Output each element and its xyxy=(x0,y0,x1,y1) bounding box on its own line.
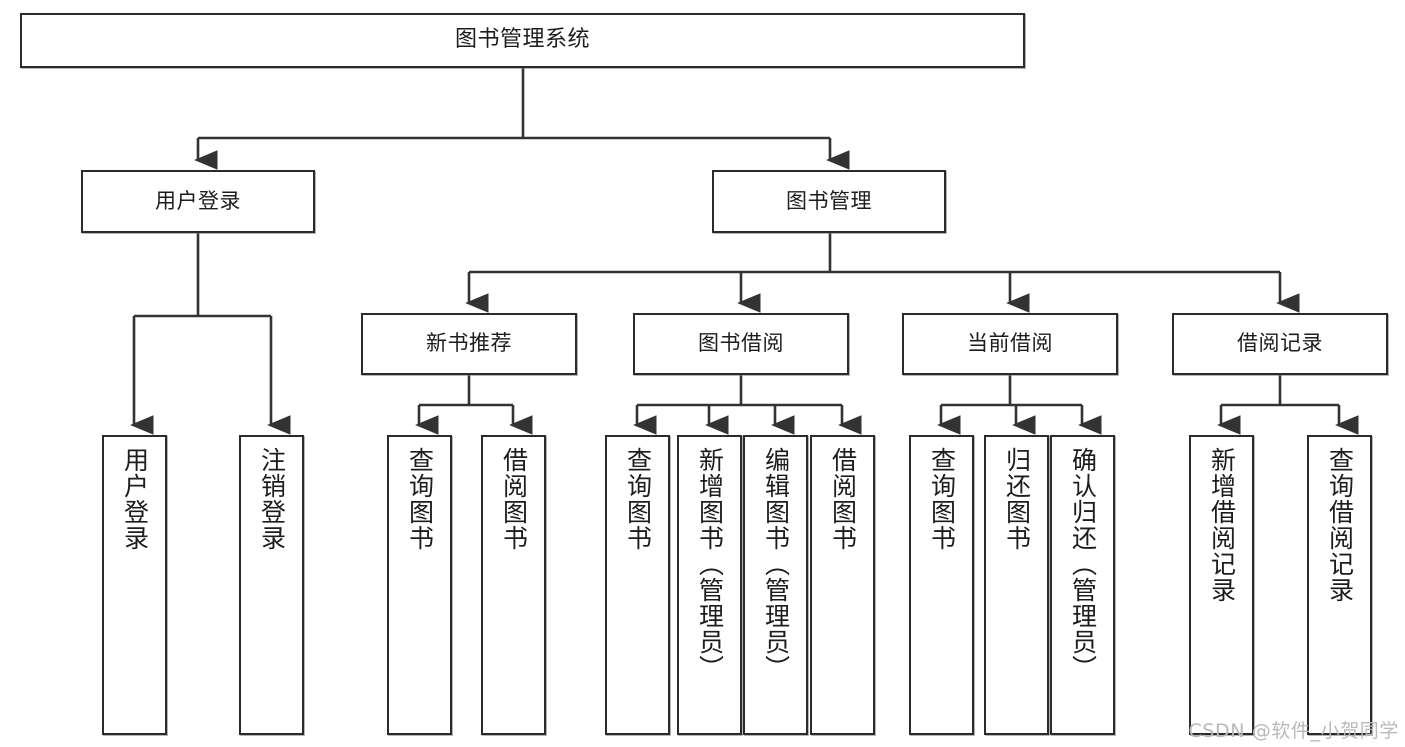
node-root[interactable]: 图书管理系统 xyxy=(20,13,1025,68)
leaf-query-book-recommend[interactable]: 查询图书 xyxy=(387,435,452,735)
leaf-query-book-current[interactable]: 查询图书 xyxy=(909,435,974,735)
node-new-book-recommend[interactable]: 新书推荐 xyxy=(361,313,577,375)
node-user-login[interactable]: 用户登录 xyxy=(81,170,315,233)
node-label: 新增借阅记录 xyxy=(1207,447,1237,603)
node-label: 查询借阅记录 xyxy=(1325,447,1355,603)
node-borrow-record[interactable]: 借阅记录 xyxy=(1172,313,1388,375)
node-label: 用户登录 xyxy=(155,188,241,213)
node-book-borrow[interactable]: 图书借阅 xyxy=(633,313,849,375)
node-label: 新增图书（管理员） xyxy=(695,447,725,681)
node-label: 确认归还（管理员） xyxy=(1068,447,1098,681)
leaf-query-book-borrow[interactable]: 查询图书 xyxy=(605,435,670,735)
node-label: 图书管理 xyxy=(786,188,872,213)
node-label: 编辑图书（管理员） xyxy=(761,447,791,681)
node-book-management[interactable]: 图书管理 xyxy=(712,170,946,233)
node-current-borrow[interactable]: 当前借阅 xyxy=(902,313,1118,375)
node-label: 借阅图书 xyxy=(499,447,529,551)
node-label: 用户登录 xyxy=(120,447,150,551)
node-label: 注销登录 xyxy=(257,447,287,551)
node-label: 新书推荐 xyxy=(426,331,512,356)
node-label: 查询图书 xyxy=(623,447,653,551)
leaf-user-login[interactable]: 用户登录 xyxy=(102,435,167,735)
node-label: 借阅记录 xyxy=(1237,331,1323,356)
leaf-confirm-return-admin[interactable]: 确认归还（管理员） xyxy=(1050,435,1115,735)
node-label: 查询图书 xyxy=(927,447,957,551)
leaf-return-book[interactable]: 归还图书 xyxy=(984,435,1049,735)
leaf-borrow-book[interactable]: 借阅图书 xyxy=(810,435,875,735)
leaf-edit-book-admin[interactable]: 编辑图书（管理员） xyxy=(743,435,808,735)
leaf-borrow-book-recommend[interactable]: 借阅图书 xyxy=(481,435,546,735)
leaf-user-logout[interactable]: 注销登录 xyxy=(239,435,304,735)
node-label: 图书借阅 xyxy=(698,331,784,356)
leaf-add-borrow-record[interactable]: 新增借阅记录 xyxy=(1189,435,1254,735)
node-label: 查询图书 xyxy=(405,447,435,551)
leaf-query-borrow-record[interactable]: 查询借阅记录 xyxy=(1307,435,1372,735)
node-label: 图书管理系统 xyxy=(454,27,590,53)
node-label: 借阅图书 xyxy=(828,447,858,551)
leaf-add-book-admin[interactable]: 新增图书（管理员） xyxy=(677,435,742,735)
node-label: 当前借阅 xyxy=(967,331,1053,356)
node-label: 归还图书 xyxy=(1002,447,1032,551)
